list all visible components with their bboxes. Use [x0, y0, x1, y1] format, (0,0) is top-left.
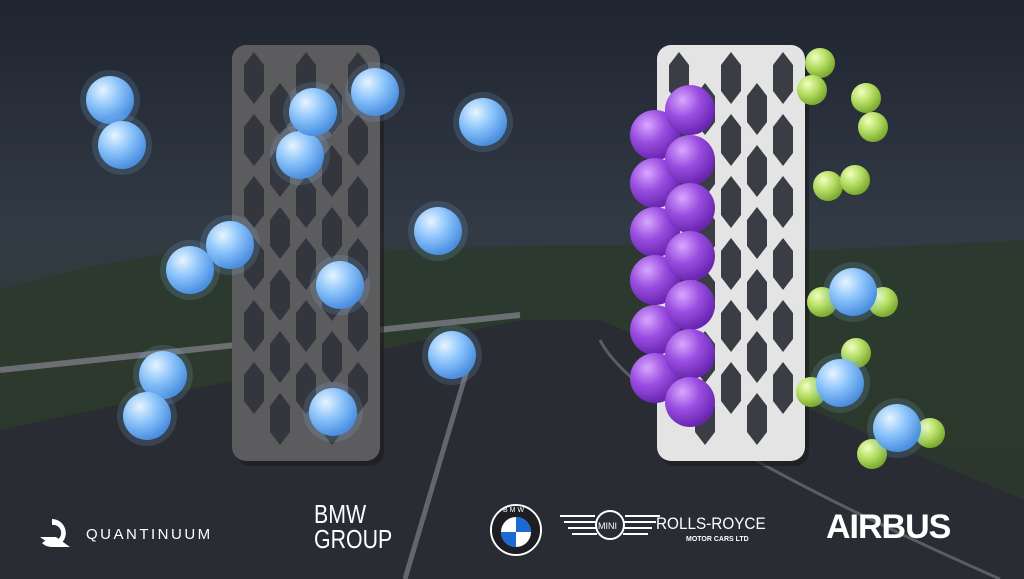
- blue-molecule: [414, 207, 462, 255]
- hex-hole: [721, 362, 741, 414]
- blue-molecule: [206, 221, 254, 269]
- green-molecule: [840, 165, 870, 195]
- blue-molecule: [873, 404, 921, 452]
- blue-molecule: [139, 351, 187, 399]
- green-molecule: [841, 338, 871, 368]
- purple-molecule: [665, 135, 715, 185]
- hex-hole: [244, 52, 264, 104]
- hex-hole: [348, 176, 368, 228]
- blue-molecule: [459, 98, 507, 146]
- blue-molecule: [316, 261, 364, 309]
- green-molecule: [805, 48, 835, 78]
- hex-hole: [773, 238, 793, 290]
- hex-hole: [348, 114, 368, 166]
- hex-hole: [773, 52, 793, 104]
- hex-hole: [773, 114, 793, 166]
- hex-hole: [296, 362, 316, 414]
- green-molecule: [858, 112, 888, 142]
- blue-molecule: [816, 359, 864, 407]
- rolls-royce-logo: ROLLS-ROYCE: [656, 514, 766, 533]
- hex-hole: [747, 83, 767, 135]
- hex-hole: [270, 269, 290, 321]
- hex-hole: [721, 52, 741, 104]
- molecules: [80, 48, 945, 469]
- hex-hole: [270, 83, 290, 135]
- blue-molecule: [829, 268, 877, 316]
- hex-hole: [244, 362, 264, 414]
- green-molecule: [797, 75, 827, 105]
- purple-molecule: [630, 305, 680, 355]
- purple-molecule: [630, 353, 680, 403]
- hex-hole: [721, 114, 741, 166]
- purple-molecule: [665, 183, 715, 233]
- hex-hole: [747, 145, 767, 197]
- hex-hole: [296, 238, 316, 290]
- hex-hole: [296, 300, 316, 352]
- quantinuum-logo-text: QUANTINUUM: [86, 526, 213, 543]
- hex-hole: [348, 300, 368, 352]
- purple-molecule: [630, 110, 680, 160]
- green-molecule: [915, 418, 945, 448]
- green-molecule: [857, 439, 887, 469]
- hex-hole: [773, 300, 793, 352]
- purple-molecule: [665, 280, 715, 330]
- rolls-royce-subtitle: MOTOR CARS LTD: [686, 536, 749, 543]
- left-filter-plate: [232, 45, 384, 466]
- blue-molecule: [289, 88, 337, 136]
- hex-hole: [747, 207, 767, 259]
- hex-hole: [747, 331, 767, 383]
- hex-hole: [270, 207, 290, 259]
- hex-hole: [773, 176, 793, 228]
- blue-molecule: [98, 121, 146, 169]
- purple-molecule: [665, 329, 715, 379]
- mini-logo-text: MINI: [598, 521, 617, 531]
- blue-molecule: [276, 131, 324, 179]
- blue-molecule: [428, 331, 476, 379]
- hex-hole: [270, 393, 290, 445]
- hex-hole: [270, 331, 290, 383]
- purple-molecule: [630, 207, 680, 257]
- green-molecule: [851, 83, 881, 113]
- hex-hole: [296, 176, 316, 228]
- bmw-roundel-logo: [490, 504, 542, 556]
- hex-hole: [244, 176, 264, 228]
- hex-hole: [773, 362, 793, 414]
- hex-hole: [322, 207, 342, 259]
- blue-molecule: [309, 388, 357, 436]
- bmw-group-logo: BMW GROUP: [314, 499, 393, 554]
- purple-molecule: [665, 231, 715, 281]
- hex-hole: [747, 269, 767, 321]
- hex-hole: [322, 331, 342, 383]
- hex-hole: [322, 145, 342, 197]
- purple-molecule: [630, 255, 680, 305]
- hex-hole: [721, 300, 741, 352]
- blue-molecule: [86, 76, 134, 124]
- airbus-logo: AIRBUS: [826, 508, 951, 546]
- hex-hole: [244, 114, 264, 166]
- bmw-roundel-text: BMW: [503, 507, 527, 514]
- hex-hole: [721, 176, 741, 228]
- mini-logo: [560, 510, 660, 540]
- hex-hole: [244, 300, 264, 352]
- hex-hole: [721, 238, 741, 290]
- quantinuum-logo-icon: [40, 519, 70, 547]
- blue-molecule: [123, 392, 171, 440]
- purple-molecule: [665, 85, 715, 135]
- purple-molecule: [665, 377, 715, 427]
- green-molecule: [813, 171, 843, 201]
- hex-hole: [747, 393, 767, 445]
- blue-molecule: [166, 246, 214, 294]
- blue-molecule: [351, 68, 399, 116]
